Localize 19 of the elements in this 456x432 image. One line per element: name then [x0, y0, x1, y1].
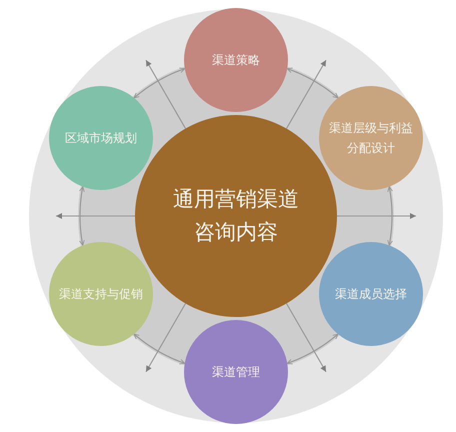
- arrow: [286, 60, 326, 129]
- curved-double-arrow: [286, 68, 338, 98]
- arrow: [146, 60, 186, 129]
- topic-label: 渠道管理: [212, 364, 260, 381]
- topic-label: 渠道支持与促销: [58, 286, 143, 303]
- curved-double-arrow: [387, 186, 393, 246]
- topic-label: 渠道层级与利益分配设计: [328, 120, 414, 157]
- curved-double-arrow: [134, 334, 186, 364]
- topic-label: 渠道成员选择: [335, 286, 408, 303]
- arrow: [337, 213, 416, 219]
- topic-label: 渠道策略: [212, 52, 260, 69]
- curved-double-arrow: [79, 186, 85, 246]
- curved-double-arrow: [286, 334, 338, 364]
- curved-double-arrow: [134, 68, 186, 98]
- arrow: [56, 213, 135, 219]
- hub-title: 通用营销渠道咨询内容: [172, 186, 300, 246]
- arrow: [146, 303, 186, 372]
- topic-label: 区域市场规划: [64, 130, 137, 147]
- arrow: [286, 303, 326, 372]
